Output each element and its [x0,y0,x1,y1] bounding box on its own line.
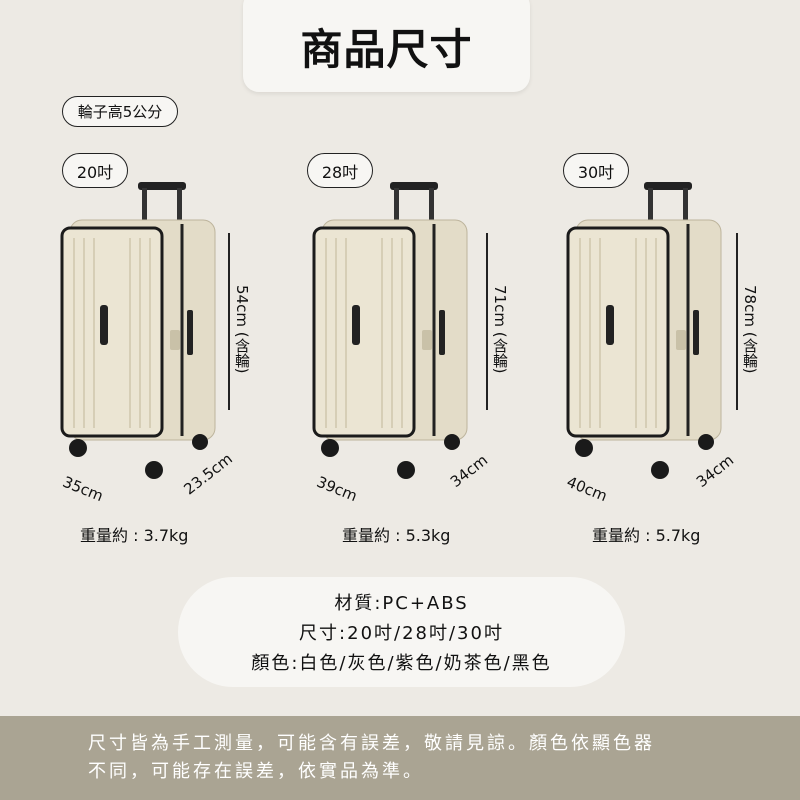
trolley-handle [390,182,438,190]
size-spec: 尺寸:20吋/28吋/30吋 [299,623,504,644]
wheels [575,434,714,479]
disclaimer-line-2: 不同，可能存在誤差，依實品為準。 [88,761,424,782]
wheels [321,434,460,479]
pocket-handle [100,305,108,345]
front-pocket [312,226,416,438]
trolley-handle [644,182,692,190]
title-card: 商品尺寸 [243,0,530,92]
wheel-note-badge: 輪子高5公分 [62,96,178,127]
height-label: 54cm (含輪) [233,285,251,374]
side-handle [439,310,445,355]
model-28: 28吋 71cm (含輪) 39cm 34cm 重量約 : 5.3kg [307,150,562,550]
suitcase-image [312,182,468,479]
disclaimer-line-1: 尺寸皆為手工測量，可能含有誤差，敬請見諒。顏色依顯色器 [88,733,655,754]
pocket-handle [606,305,614,345]
trolley-handle [138,182,186,190]
height-label: 78cm (含輪) [741,285,759,374]
model-20: 20吋 54cm (含輪) 35cm 23.5cm 重量約 : 3.7kg [60,150,310,550]
suitcase-image [60,182,216,479]
lock [676,330,686,350]
front-pocket [60,226,164,438]
suitcase [312,180,472,480]
model-30: 30吋 78cm (含輪) 40cm 34cm 重量約 : 5.7kg [563,150,800,550]
lock [422,330,432,350]
suitcase-image [566,182,722,479]
size-badge: 20吋 [62,153,128,188]
material-spec: 材質:PC+ABS [334,593,469,614]
weight-label: 重量約 : 5.7kg [592,526,701,545]
suitcase [60,180,220,480]
pocket-handle [352,305,360,345]
height-label: 71cm (含輪) [491,285,509,374]
size-badge: 28吋 [307,153,373,188]
front-pocket [566,226,670,438]
color-spec: 顏色:白色/灰色/紫色/奶茶色/黑色 [251,653,552,674]
wheels [69,434,208,479]
suitcase [566,180,726,480]
weight-label: 重量約 : 5.3kg [342,526,451,545]
side-handle [187,310,193,355]
height-line [228,233,230,410]
disclaimer-footer: 尺寸皆為手工測量，可能含有誤差，敬請見諒。顏色依顯色器 不同，可能存在誤差，依實… [0,716,800,800]
weight-label: 重量約 : 3.7kg [80,526,189,545]
height-line [736,233,738,410]
lock [170,330,180,350]
side-handle [693,310,699,355]
height-line [486,233,488,410]
page-title: 商品尺寸 [300,24,473,74]
specs-card: 材質:PC+ABS 尺寸:20吋/28吋/30吋 顏色:白色/灰色/紫色/奶茶色… [178,577,625,687]
size-badge: 30吋 [563,153,629,188]
